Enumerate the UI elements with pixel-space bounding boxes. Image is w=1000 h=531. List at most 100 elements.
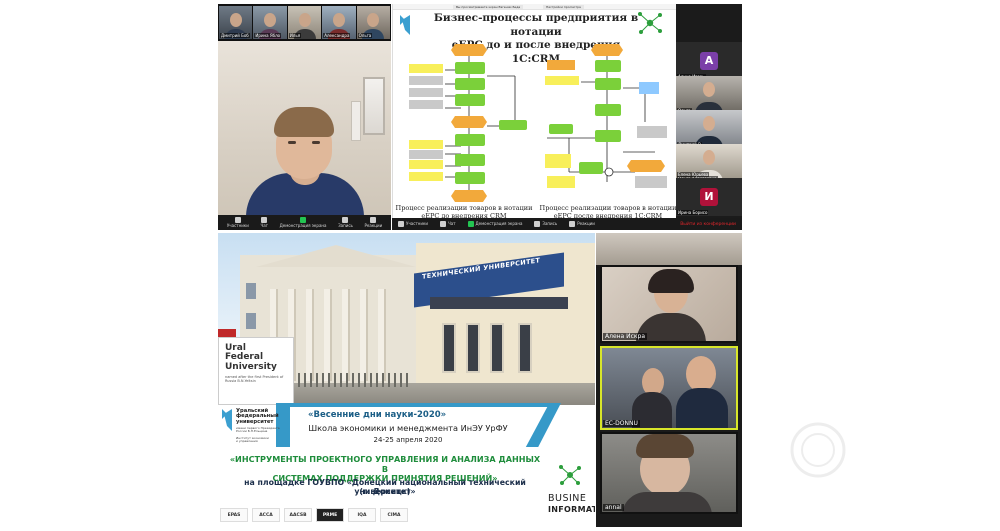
avatar: A	[700, 52, 718, 70]
share-screen-icon	[467, 221, 474, 227]
event-dates: 24-25 апреля 2020	[373, 436, 443, 444]
participant-name: Ирина Ябло	[254, 33, 282, 38]
participants-button[interactable]: Участники	[398, 221, 428, 227]
urfu-subtitle: имени первого Президента России Б.Н.Ельц…	[236, 426, 280, 434]
participant-face	[686, 356, 716, 392]
gallery-tile-active[interactable]: EC-DONNU	[600, 346, 738, 430]
partner-logo: ACCA	[252, 508, 280, 522]
door	[518, 323, 532, 373]
record-icon	[342, 217, 349, 223]
event-title: «Весенние дни науки-2020»	[308, 410, 447, 420]
urfu-logo-icon	[222, 409, 232, 431]
university-logo-icon	[400, 15, 410, 35]
chat-button[interactable]: Чат	[440, 221, 456, 227]
venue: на площадке ГОУВПО «Донецкий национальны…	[244, 478, 526, 497]
reactions-icon	[370, 217, 377, 223]
city: (г. Донецк)	[359, 487, 411, 496]
background-window	[351, 101, 361, 141]
share-topbar: Вы просматриваете экран Евгении Беда Нас…	[393, 4, 676, 10]
caption-after: Процесс реализации товаров в нотации eEP…	[539, 204, 676, 218]
meeting-toolbar: Участники Чат Демонстрация экрана Запись…	[218, 215, 391, 230]
chat-icon	[440, 221, 447, 227]
column	[360, 289, 368, 381]
reactions-button[interactable]: Реакции	[569, 221, 595, 227]
partner-logos: EPAS ACCA AACSB PRME IQA CIMA	[220, 505, 430, 525]
watermark-seal-icon	[790, 422, 846, 478]
column	[342, 289, 350, 381]
column	[306, 289, 314, 381]
watermark	[788, 420, 988, 520]
share-screen-label: Демонстрация экрана	[475, 221, 523, 226]
participant-name: EC-DONNU	[603, 420, 640, 427]
network-icon	[559, 465, 581, 485]
participant-thumb[interactable]: Дмитрий Боб	[219, 6, 253, 39]
share-screen-button[interactable]: Демонстрация экрана	[467, 221, 523, 227]
chat-label: Чат	[448, 221, 456, 226]
urfu-name: Уральский федеральный университет	[236, 408, 279, 425]
participants-label: Участники	[406, 221, 429, 226]
conference-topic: «ИНСТРУМЕНТЫ ПРОЕКТНОГО УПРАВЛЕНИЯ И АНА…	[226, 454, 544, 484]
shared-slide: Вы просматриваете экран Евгении Беда Нас…	[392, 4, 676, 218]
participants-icon	[398, 221, 404, 227]
participant-name: Илья	[288, 33, 302, 38]
ufu-sign-subtitle: named after the first President of Russi…	[225, 375, 284, 384]
chat-button[interactable]: Чат	[260, 217, 268, 228]
record-button[interactable]: Запись	[534, 221, 557, 227]
record-button[interactable]: Запись	[338, 217, 353, 228]
column	[378, 289, 386, 381]
reactions-icon	[569, 221, 576, 227]
participant-label-row: Елена Юрьева	[676, 156, 742, 178]
participant-tile[interactable]: A Алина Игорь	[676, 42, 742, 80]
partner-logo: IQA	[348, 508, 376, 522]
business-informatics-logo: BUSINE INFORMAT	[548, 463, 595, 527]
speaker-meeting-window: Дмитрий Боб Ирина Ябло Илья Александра О…	[218, 4, 391, 230]
shared-screen-toolbar: Участники Чат Демонстрация экрана Запись…	[392, 218, 742, 230]
chat-icon	[261, 217, 268, 223]
reactions-label: Реакции	[577, 221, 595, 226]
urfu-logo: Уральский федеральный университет имени …	[222, 408, 282, 453]
participant-thumb[interactable]: Александра	[322, 6, 356, 39]
participant-sidebar: A Алина Игорь Ольга Дмитрий В Ольга Алек…	[676, 4, 742, 230]
title-banner-inner	[290, 407, 548, 447]
partner-logo: EPAS	[220, 508, 248, 522]
share-screen-button[interactable]: Демонстрация экрана	[280, 217, 326, 228]
participants-button[interactable]: Участники	[227, 217, 249, 228]
gallery-tile[interactable]: Алена Искра	[600, 265, 738, 343]
gallery-top-video	[596, 233, 742, 265]
participant-body	[676, 388, 728, 428]
column	[324, 289, 332, 381]
participant-tile[interactable]: Дмитрий В	[676, 110, 742, 148]
participant-thumb[interactable]: Илья	[287, 6, 322, 39]
reactions-button[interactable]: Реакции	[364, 217, 383, 228]
avatar: И	[700, 188, 718, 206]
reactions-label: Реакции	[364, 223, 383, 228]
leave-meeting-button[interactable]: Выйти из конференции	[680, 221, 736, 227]
participants-icon	[234, 217, 241, 223]
participant-name: Дмитрий Боб	[220, 33, 250, 38]
participant-thumb[interactable]: Ольга	[356, 6, 391, 39]
network-icon	[638, 12, 662, 34]
gallery-tile[interactable]: annal	[600, 432, 738, 514]
entrance-canopy	[430, 297, 568, 309]
record-icon	[534, 221, 541, 227]
partner-logo: CIMA	[380, 508, 408, 522]
participant-hair	[648, 269, 694, 293]
participants-label: Участники	[226, 223, 249, 228]
participant-body	[622, 492, 712, 512]
participant-name: annal	[603, 504, 624, 511]
school-name: Школа экономики и менеджмента ИнЭУ УрФУ	[308, 423, 508, 433]
participant-thumb[interactable]: Ирина Ябло	[253, 6, 287, 39]
pavement	[218, 383, 595, 405]
column	[288, 289, 296, 381]
participant-name: Ольга	[357, 33, 373, 38]
event-poster: ТЕХНИЧЕСКИЙ УНИВЕРСИТЕТ Ural Federal Uni…	[218, 233, 595, 527]
participant-tile[interactable]: Ольга	[676, 76, 742, 114]
epc-diagram	[409, 44, 667, 202]
window	[246, 313, 256, 329]
view-options-button[interactable]: Настройки просмотра	[543, 5, 584, 9]
participant-hair	[636, 434, 694, 458]
participant-name: Алена Искра	[603, 333, 648, 340]
participant-tile[interactable]: И Ирина Борисо	[676, 178, 742, 216]
door	[490, 323, 504, 373]
